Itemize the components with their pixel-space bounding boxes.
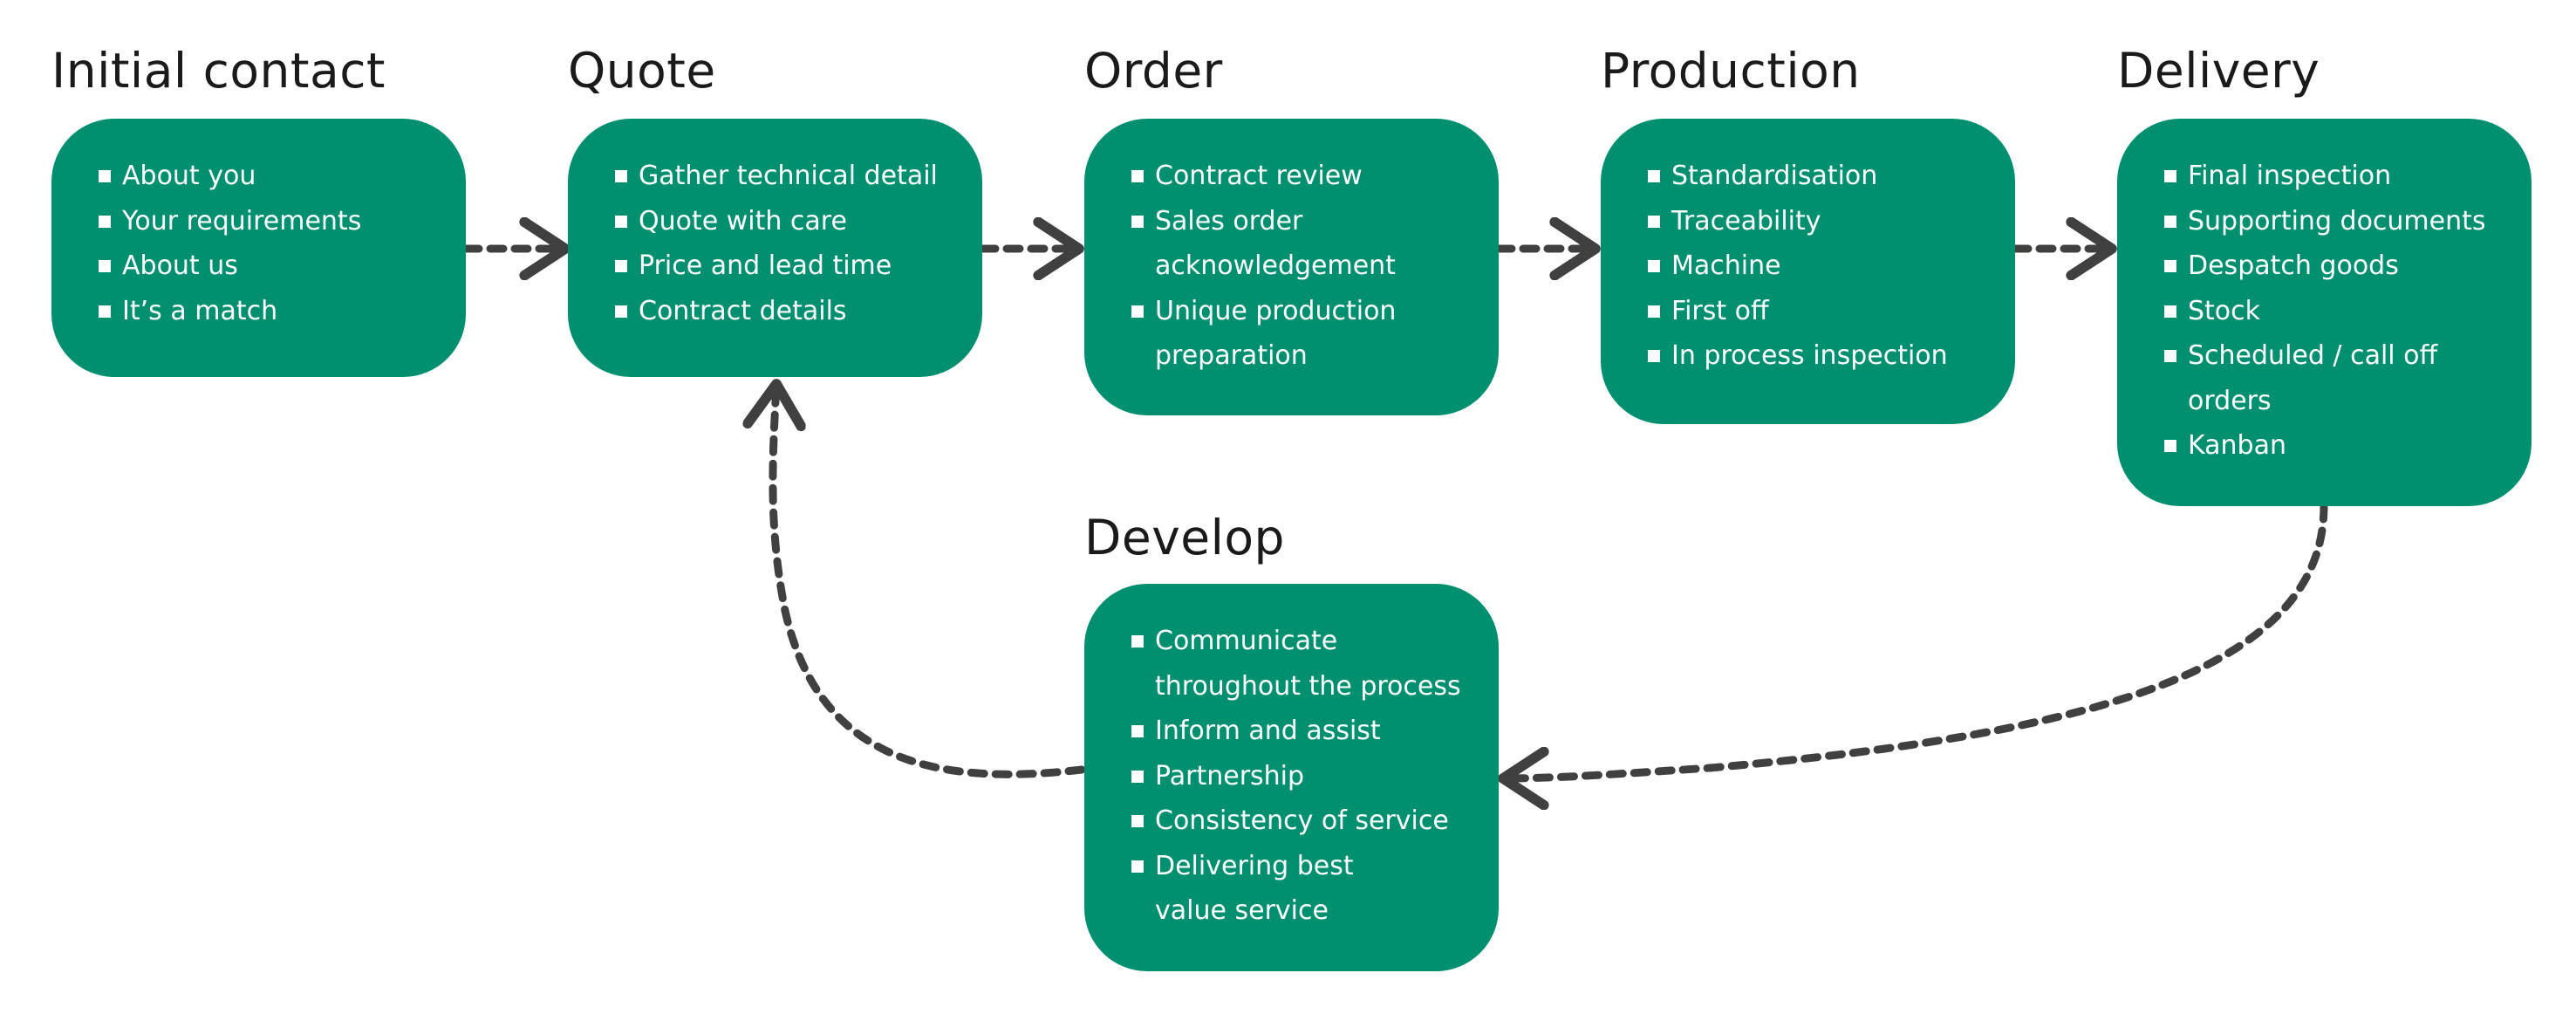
stage-item: Traceability [1648, 199, 1985, 244]
stage-item: Scheduled / call off orders [2164, 333, 2441, 423]
stage-box-quote: Gather technical detail Quote with care … [568, 119, 982, 377]
stage-item: Sales order acknowledgement [1131, 199, 1408, 289]
stage-title-order: Order [1084, 43, 1223, 99]
connector-delivery-to-develop [1503, 502, 2328, 778]
stage-item: Price and lead time [615, 243, 953, 289]
stage-item: About us [99, 243, 436, 289]
stage-title-production: Production [1601, 43, 1861, 99]
stage-title-delivery: Delivery [2117, 43, 2320, 99]
stage-list-order: Contract review Sales order acknowledgem… [1131, 154, 1469, 379]
stage-list-initial-contact: About you Your requirements About us It’… [99, 154, 436, 333]
stage-item: Communicate throughout the process [1131, 619, 1469, 709]
connector-develop-to-quote [773, 384, 1086, 778]
stage-item: It’s a match [99, 289, 436, 334]
stage-item: Unique production preparation [1131, 289, 1408, 379]
stage-title-initial-contact: Initial contact [51, 43, 386, 99]
stage-list-delivery: Final inspection Supporting documents De… [2164, 154, 2502, 469]
stage-item: Final inspection [2164, 154, 2502, 199]
stage-title-develop: Develop [1084, 510, 1285, 565]
stage-item: About you [99, 154, 436, 199]
stage-item: Consistency of service [1131, 798, 1469, 844]
stage-item: Contract review [1131, 154, 1469, 199]
stage-item: In process inspection [1648, 333, 1985, 379]
stage-box-delivery: Final inspection Supporting documents De… [2117, 119, 2532, 506]
stage-item: Despatch goods [2164, 243, 2502, 289]
stage-item: Supporting documents [2164, 199, 2502, 244]
stage-item: Gather technical detail [615, 154, 953, 199]
stage-item: Machine [1648, 243, 1985, 289]
stage-item: Stock [2164, 289, 2502, 334]
stage-list-quote: Gather technical detail Quote with care … [615, 154, 953, 333]
stage-title-quote: Quote [568, 43, 716, 99]
stage-list-production: Standardisation Traceability Machine Fir… [1648, 154, 1985, 379]
stage-item: Delivering best value service [1131, 844, 1417, 934]
stage-box-develop: Communicate throughout the process Infor… [1084, 584, 1499, 971]
stage-item: Your requirements [99, 199, 436, 244]
stage-item: First off [1648, 289, 1985, 334]
stage-box-order: Contract review Sales order acknowledgem… [1084, 119, 1499, 415]
stage-box-production: Standardisation Traceability Machine Fir… [1601, 119, 2015, 424]
stage-item: Kanban [2164, 423, 2502, 469]
stage-item: Contract details [615, 289, 953, 334]
stage-item: Partnership [1131, 754, 1469, 799]
stage-item: Standardisation [1648, 154, 1985, 199]
stage-item: Inform and assist [1131, 709, 1469, 754]
stage-box-initial-contact: About you Your requirements About us It’… [51, 119, 466, 377]
stage-list-develop: Communicate throughout the process Infor… [1131, 619, 1469, 934]
stage-item: Quote with care [615, 199, 953, 244]
